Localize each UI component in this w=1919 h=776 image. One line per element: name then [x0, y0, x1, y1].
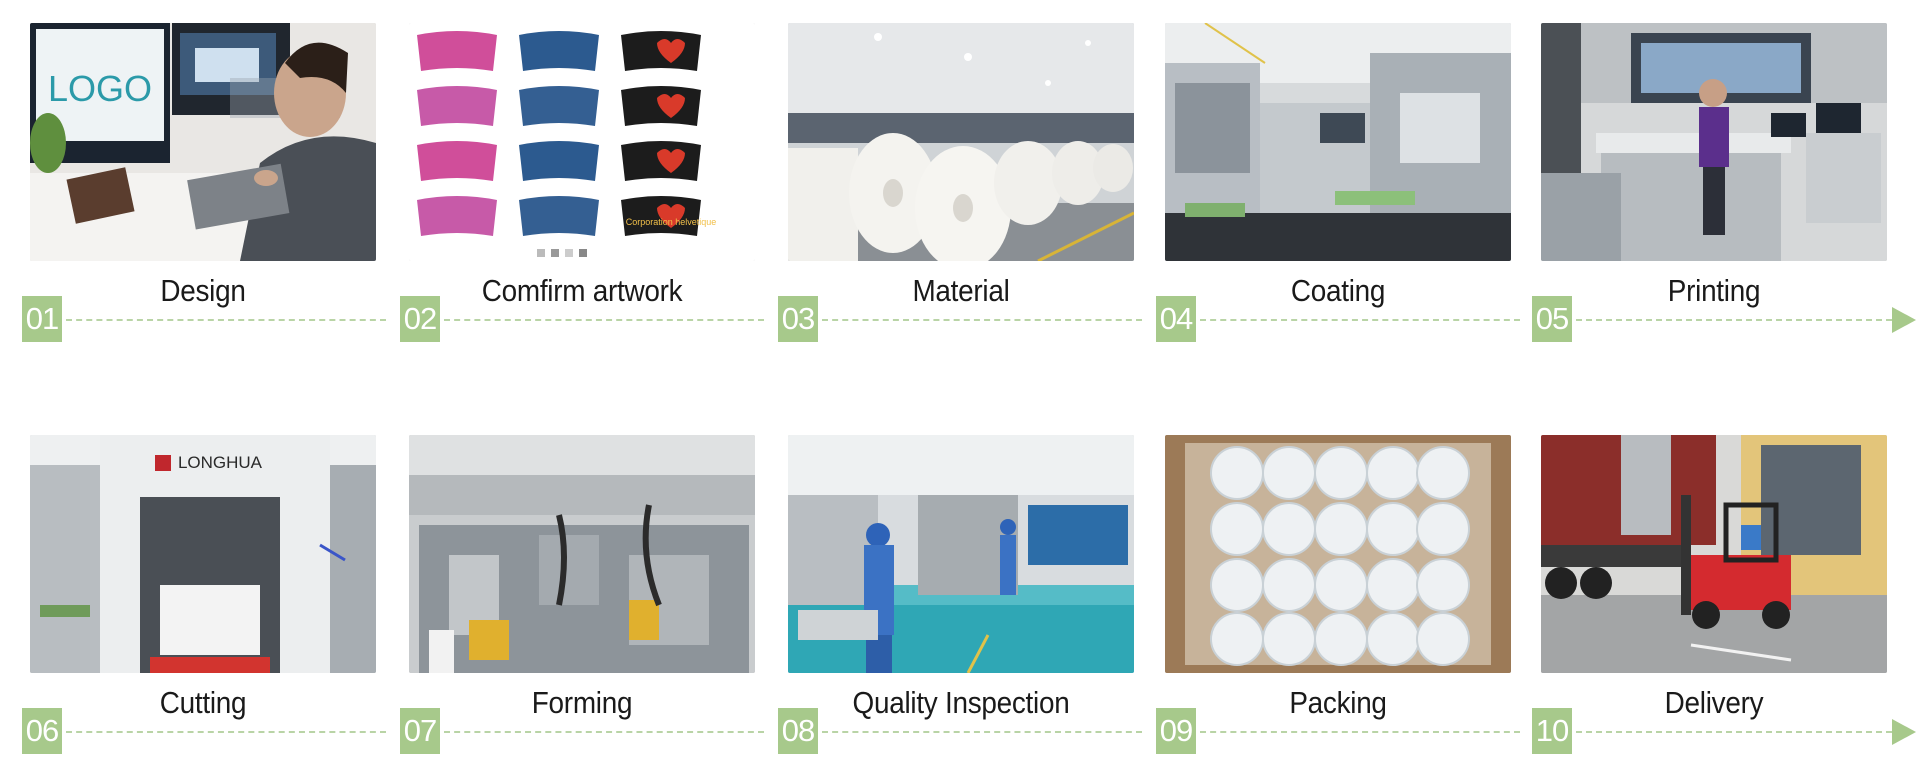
timeline-dash [444, 731, 764, 733]
step-number-badge: 02 [400, 296, 440, 342]
machine-brand-text: LONGHUA [178, 453, 263, 472]
timeline-dash [1576, 319, 1892, 321]
timeline-dash [1200, 731, 1520, 733]
step-number-badge: 04 [1156, 296, 1196, 342]
step-number-badge: 01 [22, 296, 62, 342]
paper-rolls-warehouse-illustration [788, 23, 1134, 261]
step-number-badge: 10 [1532, 708, 1572, 754]
step-label: Quality Inspection [852, 685, 1070, 720]
artwork-row [417, 31, 701, 71]
timeline-arrow-icon [1892, 307, 1916, 333]
step-label: Printing [1667, 273, 1761, 308]
step-number-badge: 03 [778, 296, 818, 342]
timeline-dash [822, 319, 1142, 321]
quality-inspection-photo [788, 435, 1134, 673]
step-number-badge: 06 [22, 708, 62, 754]
timeline-dash [66, 319, 386, 321]
cup-forming-machine-illustration [409, 435, 755, 673]
timeline-dash [1576, 731, 1892, 733]
timeline-arrow-icon [1892, 719, 1916, 745]
forklift-container-illustration [1541, 435, 1887, 673]
printing-photo [1541, 23, 1887, 261]
step-number-badge: 09 [1156, 708, 1196, 754]
step-label: Cutting [159, 685, 247, 720]
coating-photo [1165, 23, 1511, 261]
artwork-photo: Corporation helvetique [409, 23, 755, 261]
step-label: Comfirm artwork [481, 273, 683, 308]
die-cutting-machine-illustration: LONGHUA [30, 435, 376, 673]
timeline-dash [1200, 319, 1520, 321]
delivery-photo [1541, 435, 1887, 673]
step-label: Design [160, 273, 246, 308]
printing-press-illustration [1541, 23, 1887, 261]
step-label: Material [912, 273, 1010, 308]
timeline-dash [444, 319, 764, 321]
step-label: Delivery [1664, 685, 1764, 720]
designer-at-desk-illustration: LOGO [30, 23, 376, 261]
step-number-badge: 08 [778, 708, 818, 754]
cutting-photo: LONGHUA [30, 435, 376, 673]
inspection-workshop-illustration [788, 435, 1134, 673]
timeline-dash [66, 731, 386, 733]
step-number-badge: 07 [400, 708, 440, 754]
timeline-dash [822, 731, 1142, 733]
packed-cups-box-illustration [1165, 435, 1511, 673]
cup-artwork-sheets-illustration: Corporation helvetique [409, 23, 755, 261]
coating-machine-illustration [1165, 23, 1511, 261]
material-photo [788, 23, 1134, 261]
packing-photo [1165, 435, 1511, 673]
step-label: Coating [1290, 273, 1386, 308]
screen-logo-text: LOGO [48, 68, 152, 109]
forming-photo [409, 435, 755, 673]
artwork-brand-text: Corporation helvetique [626, 217, 717, 227]
step-label: Packing [1289, 685, 1387, 720]
design-photo: LOGO [30, 23, 376, 261]
step-number-badge: 05 [1532, 296, 1572, 342]
step-label: Forming [531, 685, 633, 720]
